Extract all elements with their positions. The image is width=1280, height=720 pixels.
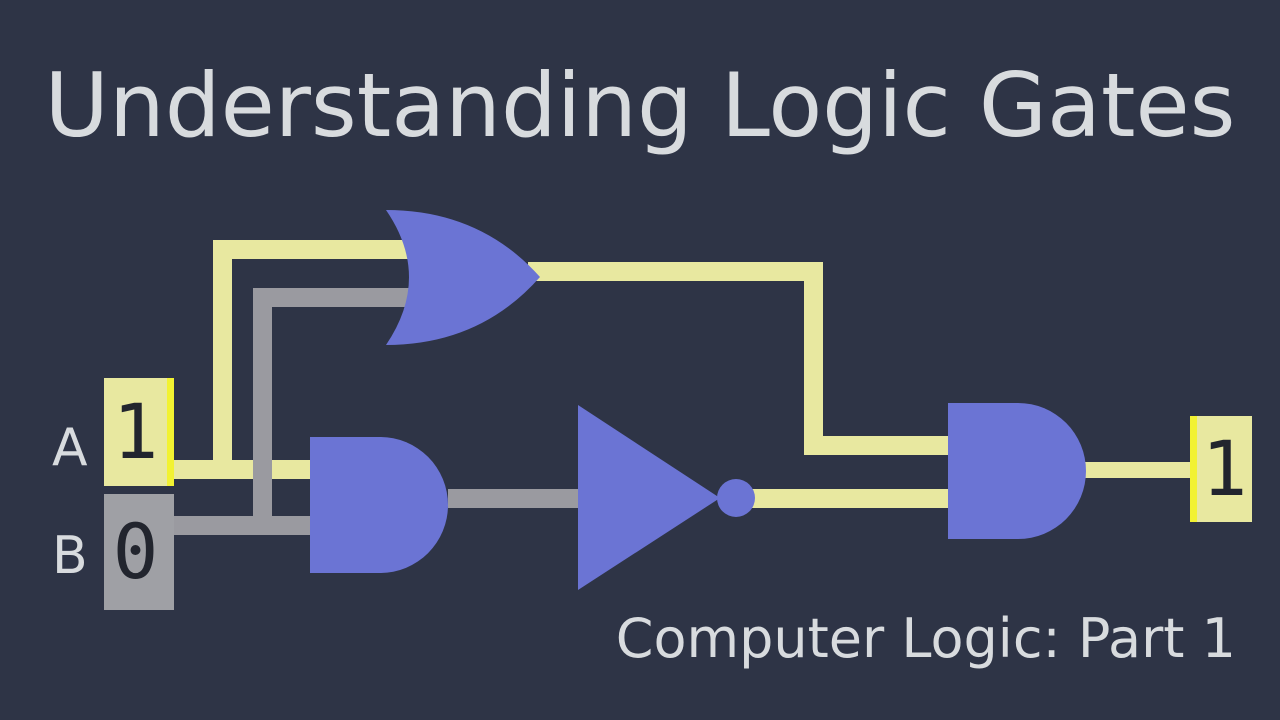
not-gate-bubble-icon [717,479,755,517]
input-label-a: A [52,418,88,478]
gate-and-2[interactable] [948,403,1086,539]
wire-a-to-or [213,240,413,259]
gate-and-1[interactable] [310,437,448,573]
input-value-b[interactable]: 0 [104,494,174,610]
page-subtitle: Computer Logic: Part 1 [615,607,1236,670]
wire-b-riser [253,288,272,528]
input-label-b: B [52,526,88,586]
wire-a-trunk [160,460,330,479]
wire-b-trunk [160,516,335,535]
wire-not-to-and2 [726,489,960,508]
wire-or-to-and2 [804,436,959,455]
wire-or-out-horizontal [528,262,823,281]
wire-b-to-or [253,288,413,307]
page-title: Understanding Logic Gates [44,54,1236,157]
wire-and1-to-not [448,489,590,508]
output-value[interactable]: 1 [1190,416,1252,522]
gate-or[interactable] [386,210,540,345]
wire-a-riser [213,240,232,472]
wire-or-out-vertical [804,262,823,455]
input-value-a[interactable]: 1 [104,378,174,486]
wire-and2-to-output [1080,462,1195,478]
gate-not[interactable] [578,405,720,590]
